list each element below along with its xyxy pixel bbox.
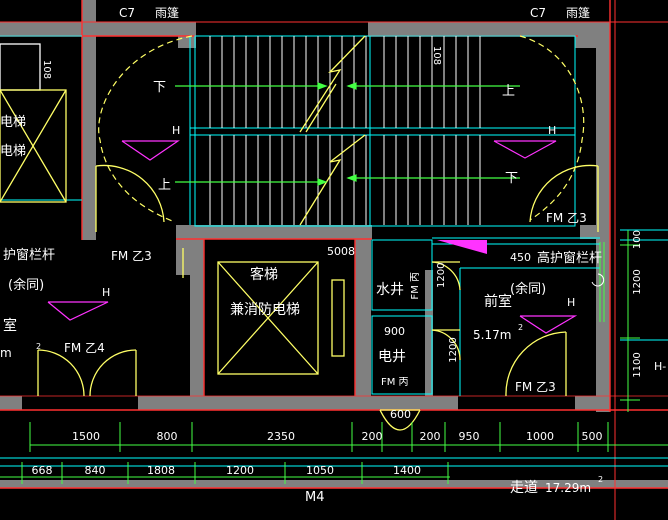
dim-row1-5: 200	[420, 430, 441, 443]
label-rail-left: 护窗栏杆	[3, 247, 55, 263]
dim-row2-2: 840	[85, 464, 106, 477]
label-450: 450	[510, 251, 531, 264]
label-sup2-a: 2	[518, 323, 523, 332]
label-h-right-lower: H	[567, 296, 575, 309]
label-fmz3-bottom-right: FM 乙3	[515, 380, 556, 394]
dim-row2-6: 1400	[393, 464, 421, 477]
label-elevator-name-1: 客梯	[250, 266, 278, 283]
label-elev-left-2: 电梯	[0, 144, 26, 159]
dimension-lines	[0, 230, 668, 484]
railing-lines	[591, 242, 605, 322]
label-elev-left-1: 电梯	[0, 115, 26, 130]
stair-break-lines	[299, 35, 366, 226]
label-right-edge-1100: 1100	[632, 352, 643, 377]
label-h-left-lower: H	[102, 286, 110, 299]
label-corridor-area: 17.29m	[545, 481, 591, 495]
label-108-mid: 108	[431, 46, 442, 65]
dim-row1-6: 950	[459, 430, 480, 443]
dim-row2-4: 1200	[226, 464, 254, 477]
dim-row1-7: 1000	[526, 430, 554, 443]
dimension-texts-row1: 1500 800 2350 200 200 950 1000 500	[72, 430, 603, 443]
stair	[194, 35, 576, 227]
label-h-right: H	[548, 124, 556, 137]
labels: C7 雨篷 C7 雨篷 108 108 下 上 H H 上 下 FM 乙3 FM…	[0, 5, 666, 505]
label-elevator-name-2: 兼消防电梯	[230, 302, 300, 318]
label-water-well: 水井	[376, 282, 404, 298]
label-600: 600	[390, 408, 411, 421]
landing-arcs	[98, 35, 585, 223]
label-fm-c-water: FM 丙	[410, 272, 421, 300]
railing-marker	[437, 240, 487, 254]
label-right-edge-h: H-	[654, 360, 666, 373]
doors	[37, 164, 599, 431]
label-c7-right: C7	[530, 6, 546, 20]
label-corridor: 走道	[510, 480, 538, 496]
dimension-texts-row2: 668 840 1808 1200 1050 1400	[32, 464, 422, 477]
label-fm-c-elec: FM 丙	[381, 377, 409, 388]
label-room-left: 室	[3, 317, 17, 334]
label-up-left: 上	[158, 178, 171, 193]
dim-row1-1: 1500	[72, 430, 100, 443]
dim-row2-1: 668	[32, 464, 53, 477]
label-down-right: 下	[505, 171, 518, 186]
label-sup2-c: 2	[598, 475, 603, 484]
dim-row1-3: 2350	[267, 430, 295, 443]
label-anteroom: 前室	[484, 293, 512, 310]
label-area-anteroom: 5.17m	[473, 328, 511, 342]
label-remainder-right: (余同)	[510, 281, 546, 297]
label-108-left: 108	[41, 60, 52, 79]
label-m4: M4	[305, 490, 325, 505]
label-up-right: 上	[502, 84, 515, 99]
dim-row2-3: 1808	[147, 464, 175, 477]
dim-row2-5: 1050	[306, 464, 334, 477]
label-fmz3-left: FM 乙3	[111, 249, 152, 263]
elevation-markers	[47, 140, 578, 334]
stair-arrows	[175, 82, 520, 186]
label-elevator-tag: 5008	[327, 245, 355, 258]
label-high-rail: 高护窗栏杆	[537, 250, 602, 266]
label-right-edge-100: 100	[632, 230, 643, 249]
label-1200-a: 1200	[436, 263, 447, 288]
elevator-shafts	[0, 43, 345, 375]
walls	[0, 0, 668, 488]
label-fmz4: FM 乙4	[64, 341, 105, 355]
label-canopy-left: 雨篷	[155, 5, 179, 20]
label-right-edge-1200: 1200	[632, 269, 643, 294]
label-fmz3-top-right: FM 乙3	[546, 211, 587, 225]
label-900: 900	[384, 325, 405, 338]
label-down-left: 下	[153, 80, 166, 95]
label-elec-well: 电井	[378, 349, 406, 365]
label-h-left: H	[172, 124, 180, 137]
label-c7-left: C7	[119, 6, 135, 20]
label-1200-b: 1200	[448, 337, 459, 362]
label-m-left: m	[0, 346, 12, 360]
dim-row1-2: 800	[157, 430, 178, 443]
label-sup2-b: 2	[36, 342, 41, 351]
label-remainder-left: (余同)	[8, 277, 44, 293]
dim-row1-8: 500	[582, 430, 603, 443]
dim-row1-4: 200	[362, 430, 383, 443]
label-canopy-right: 雨篷	[566, 5, 590, 20]
